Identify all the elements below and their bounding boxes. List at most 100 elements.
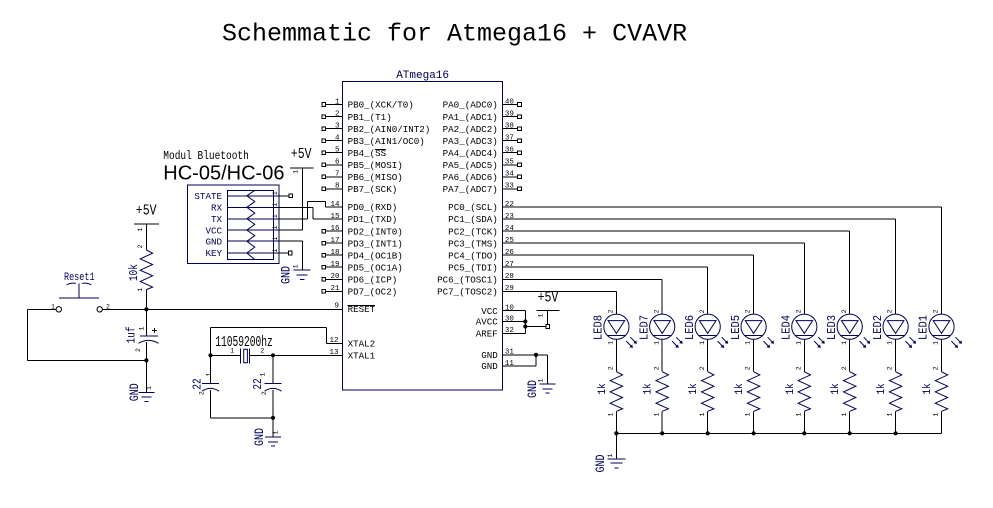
svg-text:PA0_(ADC0): PA0_(ADC0) (443, 100, 498, 111)
svg-text:PB6_(MISO): PB6_(MISO) (348, 172, 403, 183)
svg-text:22: 22 (252, 378, 265, 389)
svg-text:PD2_(INT0): PD2_(INT0) (348, 226, 403, 237)
svg-text:Schemmatic for Atmega16 + CVAV: Schemmatic for Atmega16 + CVAVR (222, 19, 687, 48)
svg-text:1: 1 (608, 412, 615, 416)
svg-text:1: 1 (272, 191, 279, 195)
svg-text:VCC: VCC (205, 225, 222, 236)
svg-text:1: 1 (272, 203, 279, 207)
svg-text:2: 2 (260, 347, 264, 354)
svg-text:GND: GND (527, 380, 540, 398)
svg-text:PC0_(SCL): PC0_(SCL) (448, 202, 498, 213)
svg-text:1: 1 (292, 264, 299, 268)
svg-text:PB4_(SS: PB4_(SS (348, 148, 387, 159)
svg-text:LED1: LED1 (918, 315, 931, 341)
svg-text:1: 1 (272, 226, 279, 230)
svg-text:2: 2 (106, 303, 110, 310)
svg-text:GND: GND (481, 361, 498, 372)
svg-text:1: 1 (933, 341, 940, 345)
svg-text:5: 5 (335, 147, 340, 155)
svg-text:STATE: STATE (194, 191, 222, 202)
svg-text:1: 1 (933, 412, 940, 416)
svg-text:2: 2 (699, 309, 706, 313)
svg-text:PA1_(ADC1): PA1_(ADC1) (443, 112, 498, 123)
svg-text:1: 1 (887, 412, 894, 416)
svg-text:2: 2 (933, 309, 940, 313)
svg-text:1k: 1k (734, 383, 747, 394)
svg-text:PD6_(ICP): PD6_(ICP) (348, 275, 398, 286)
svg-text:PB0_(XCK/T0): PB0_(XCK/T0) (348, 100, 414, 111)
svg-text:PA6_(ADC6): PA6_(ADC6) (443, 172, 498, 183)
svg-text:11: 11 (505, 360, 515, 368)
svg-text:XTAL2: XTAL2 (348, 339, 376, 350)
svg-text:14: 14 (330, 201, 340, 209)
svg-text:2: 2 (135, 348, 142, 352)
svg-text:1: 1 (272, 214, 279, 218)
svg-text:RX: RX (211, 203, 223, 214)
svg-text:1: 1 (653, 341, 660, 345)
svg-text:AREF: AREF (476, 329, 498, 340)
svg-text:LED7: LED7 (639, 315, 652, 340)
svg-text:LED5: LED5 (730, 315, 743, 340)
svg-text:PC6_(TOSC1): PC6_(TOSC1) (437, 275, 498, 286)
svg-text:27: 27 (505, 261, 514, 269)
svg-text:2: 2 (841, 366, 848, 370)
svg-text:1: 1 (699, 341, 706, 345)
svg-text:1: 1 (745, 341, 752, 345)
svg-text:1: 1 (259, 372, 266, 376)
svg-text:1k: 1k (642, 383, 655, 394)
svg-text:1k: 1k (688, 383, 701, 394)
svg-text:+5V: +5V (291, 147, 312, 164)
svg-text:2: 2 (795, 366, 802, 370)
svg-text:1: 1 (292, 170, 299, 174)
svg-text:2: 2 (608, 309, 615, 313)
svg-text:30: 30 (505, 315, 515, 323)
svg-text:1: 1 (51, 303, 55, 310)
svg-text:12: 12 (329, 337, 338, 345)
svg-text:2: 2 (887, 366, 894, 370)
svg-text:PB7_(SCK): PB7_(SCK) (348, 184, 398, 195)
svg-text:1: 1 (745, 412, 752, 416)
svg-text:PC5_(TDI): PC5_(TDI) (448, 262, 498, 273)
svg-text:26: 26 (505, 249, 515, 257)
svg-text:1: 1 (272, 237, 279, 241)
svg-text:1: 1 (538, 378, 545, 382)
svg-text:2: 2 (198, 391, 205, 395)
svg-text:33: 33 (505, 183, 515, 191)
svg-text:PC2_(TCK): PC2_(TCK) (448, 226, 498, 237)
svg-text:PA3_(ADC3): PA3_(ADC3) (443, 136, 498, 147)
svg-text:34: 34 (505, 171, 515, 179)
svg-text:KEY: KEY (205, 248, 222, 259)
svg-text:10: 10 (505, 304, 515, 312)
svg-text:PB1_(T1): PB1_(T1) (348, 112, 392, 123)
svg-text:1: 1 (272, 430, 279, 434)
svg-text:28: 28 (505, 273, 514, 281)
svg-text:1: 1 (272, 248, 279, 252)
svg-text:1k: 1k (921, 383, 934, 394)
svg-text:22: 22 (505, 201, 514, 209)
svg-text:GND: GND (254, 428, 267, 446)
svg-text:GND: GND (481, 350, 498, 361)
svg-text:1k: 1k (784, 383, 797, 394)
svg-text:2: 2 (841, 309, 848, 313)
svg-text:1: 1 (146, 386, 153, 390)
svg-text:PD3_(INT1): PD3_(INT1) (348, 238, 403, 249)
svg-text:35: 35 (505, 159, 515, 167)
svg-text:1: 1 (205, 372, 212, 376)
svg-text:37: 37 (505, 135, 514, 143)
svg-text:1: 1 (887, 341, 894, 345)
svg-text:38: 38 (505, 122, 514, 130)
svg-text:PD1_(TXD): PD1_(TXD) (348, 214, 398, 225)
svg-text:20: 20 (330, 273, 340, 281)
svg-text:24: 24 (505, 225, 515, 233)
svg-text:PA5_(ADC5): PA5_(ADC5) (443, 160, 498, 171)
svg-text:HC-05/HC-06: HC-05/HC-06 (163, 163, 284, 185)
svg-text:Reset1: Reset1 (64, 272, 95, 285)
svg-text:+5V: +5V (136, 203, 157, 220)
svg-text:PB3_(AIN1/OC0): PB3_(AIN1/OC0) (348, 136, 425, 147)
svg-text:+5V: +5V (538, 290, 559, 307)
svg-text:2: 2 (887, 309, 894, 313)
svg-text:17: 17 (330, 237, 339, 245)
svg-text:16: 16 (330, 225, 340, 233)
svg-text:2: 2 (653, 309, 660, 313)
svg-text:40: 40 (505, 98, 515, 106)
